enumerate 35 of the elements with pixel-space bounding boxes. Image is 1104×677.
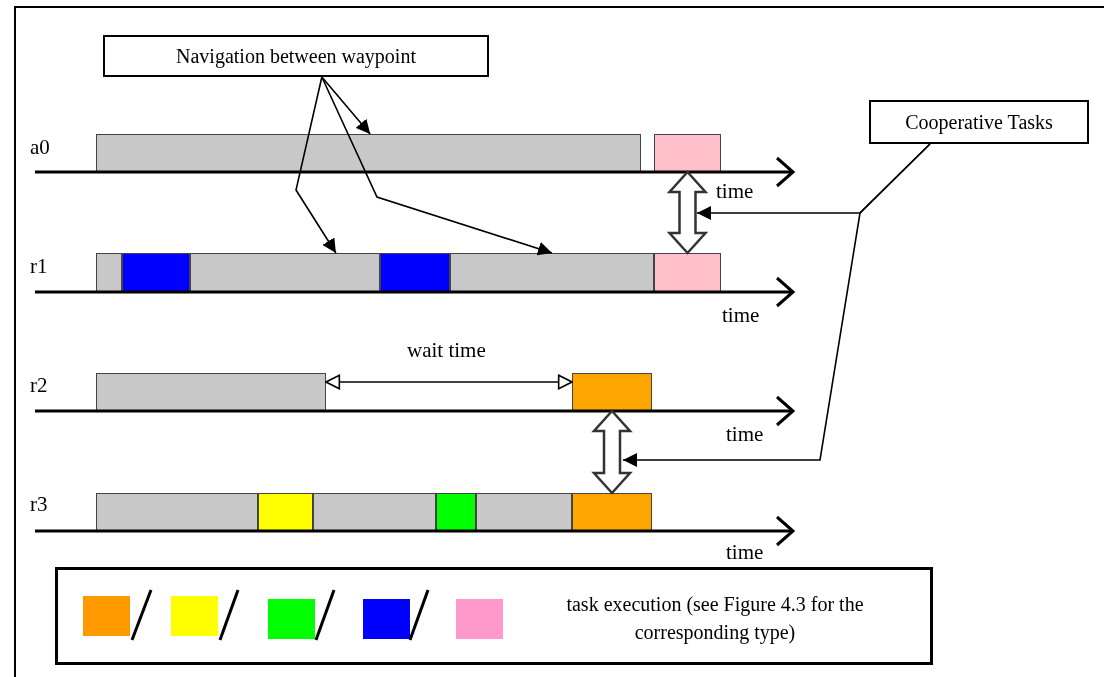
lane-label: a0 bbox=[30, 137, 50, 158]
lane-label: r1 bbox=[30, 256, 48, 277]
navigation-bar bbox=[450, 253, 654, 292]
double-arrow bbox=[666, 170, 709, 255]
legend-box bbox=[55, 567, 933, 665]
navigation-bar bbox=[96, 253, 122, 292]
axis-label: time bbox=[716, 181, 754, 202]
task-bar bbox=[258, 493, 313, 531]
task-bar bbox=[654, 134, 721, 172]
task-bar bbox=[572, 373, 652, 411]
lane-label: r3 bbox=[30, 494, 48, 515]
lane-label: r2 bbox=[30, 375, 48, 396]
leader-line bbox=[321, 76, 553, 256]
legend-text: task execution (see Figure 4.3 for the corresponding type) bbox=[565, 592, 865, 646]
navigation-bar bbox=[96, 373, 326, 411]
axis-label: time bbox=[726, 424, 764, 445]
callout-box: Navigation between waypoint bbox=[103, 35, 489, 77]
leader-line bbox=[622, 143, 931, 467]
navigation-bar bbox=[96, 134, 641, 172]
task-bar bbox=[380, 253, 450, 292]
axis-label: time bbox=[726, 542, 764, 563]
callout-box: Cooperative Tasks bbox=[869, 100, 1089, 144]
task-bar bbox=[122, 253, 190, 292]
navigation-bar bbox=[96, 493, 258, 531]
task-bar bbox=[572, 493, 652, 531]
leader-line bbox=[321, 76, 371, 135]
arrow bbox=[325, 374, 573, 390]
double-arrow bbox=[591, 409, 633, 495]
axis-label: time bbox=[722, 305, 760, 326]
navigation-bar bbox=[476, 493, 572, 531]
navigation-bar bbox=[190, 253, 380, 292]
navigation-bar bbox=[313, 493, 436, 531]
leader-line bbox=[295, 76, 337, 254]
task-bar bbox=[654, 253, 721, 292]
task-bar bbox=[436, 493, 476, 531]
